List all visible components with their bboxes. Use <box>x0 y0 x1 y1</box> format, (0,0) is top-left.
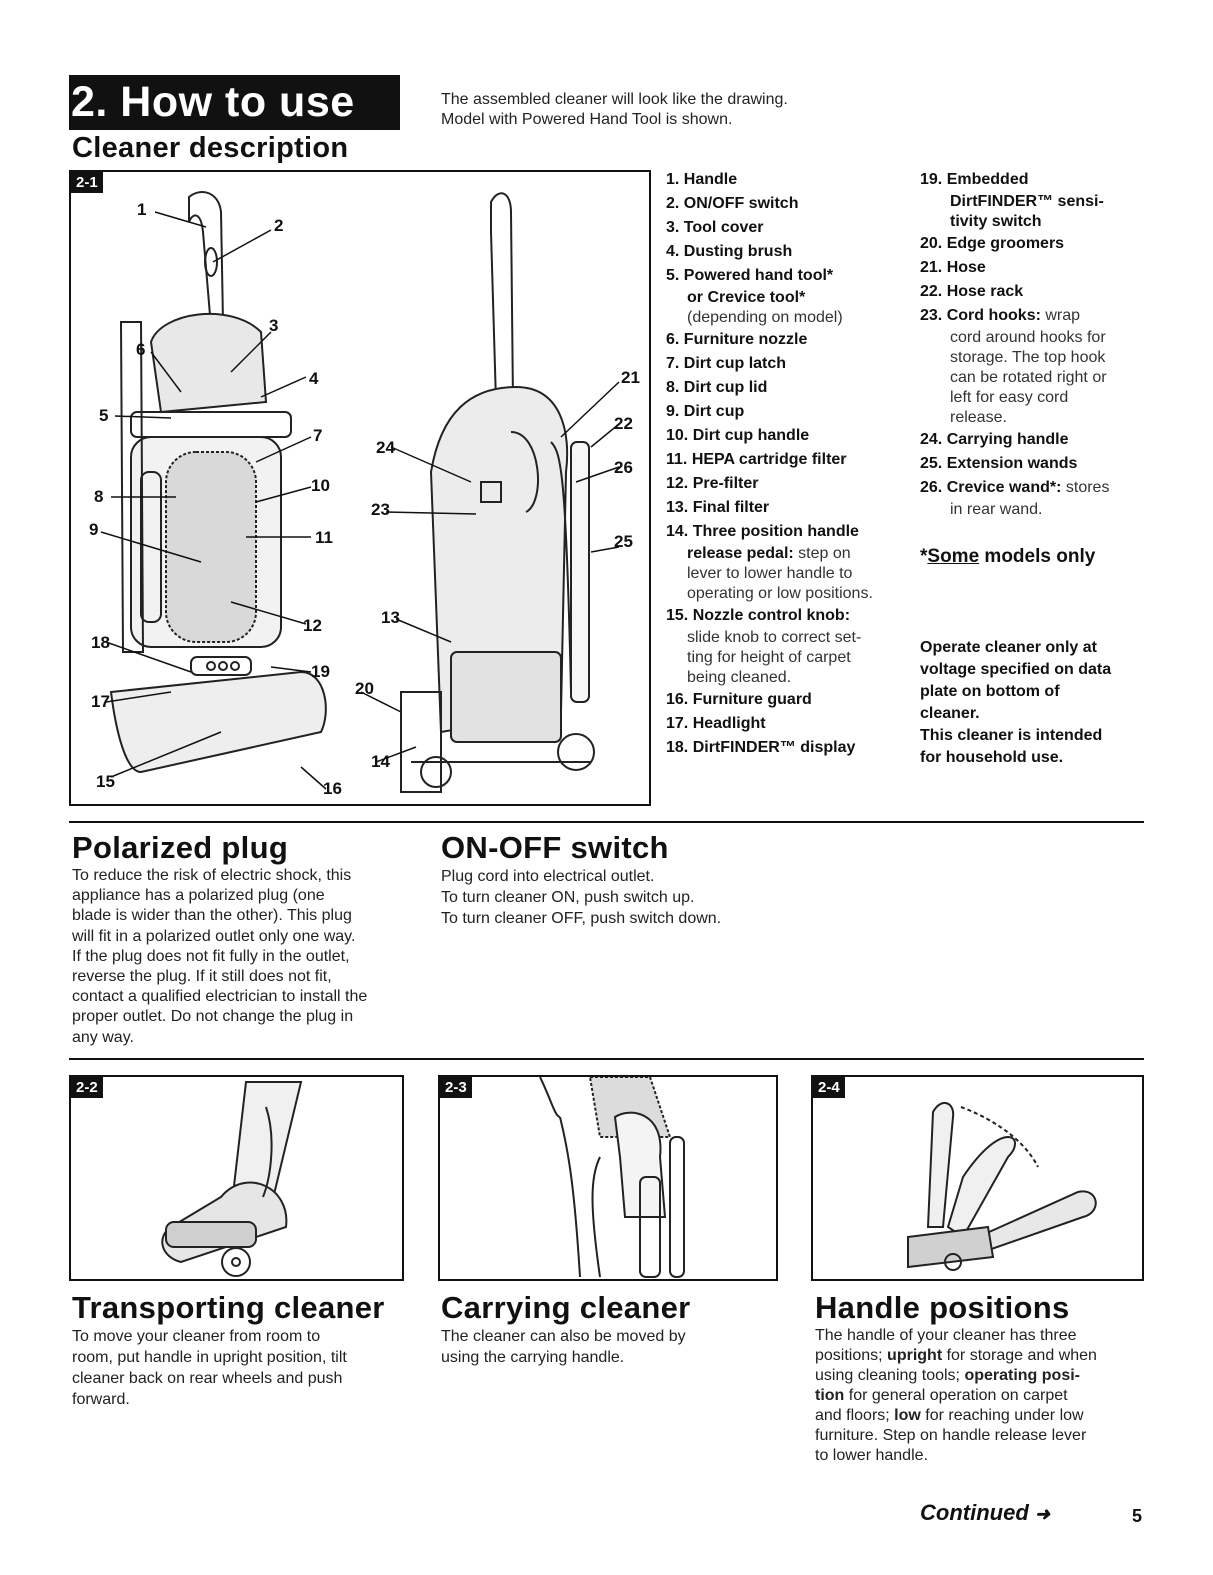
section-title: 2. How to use <box>69 75 400 130</box>
list-item: 9. Dirt cup <box>666 403 745 420</box>
list-item: 10. Dirt cup handle <box>666 427 810 444</box>
callout-7: 7 <box>313 426 323 445</box>
list-item: 7. Dirt cup latch <box>666 355 787 372</box>
transporting-cleaner-text: To move your cleaner from room to room, … <box>72 1328 347 1408</box>
callout-14: 14 <box>371 752 390 771</box>
handle-positions-heading: Handle positions <box>815 1290 1070 1325</box>
callout-20: 20 <box>355 679 374 698</box>
intro-line: The assembled cleaner will look like the… <box>441 91 788 108</box>
figure-tag: 2-1 <box>71 172 103 193</box>
list-item: 8. Dirt cup lid <box>666 379 768 396</box>
list-item: 20. Edge groomers <box>920 235 1065 252</box>
transporting-illustration <box>161 1081 303 1277</box>
list-item: 24. Carrying handle <box>920 431 1069 448</box>
cleaner-description-heading: Cleaner description <box>72 132 349 164</box>
continued-label: Continued ➜ <box>920 1500 1050 1525</box>
list-item: 18. DirtFINDER™ display <box>666 739 856 756</box>
list-item: 1. Handle <box>666 171 738 188</box>
intro-line: Model with Powered Hand Tool is shown. <box>441 111 733 128</box>
figure-tag: 2-3 <box>440 1077 472 1098</box>
divider <box>69 821 1144 823</box>
callout-5: 5 <box>99 406 109 425</box>
callout-10: 10 <box>311 476 330 495</box>
callout-16: 16 <box>323 779 342 798</box>
handle-positions-illustration <box>907 1102 1097 1271</box>
polarized-plug-text: To reduce the risk of electric shock, th… <box>72 867 368 1046</box>
list-item: 15. Nozzle control knob: slide knob to c… <box>666 607 862 686</box>
arrow-right-icon: ➜ <box>1034 1504 1050 1524</box>
figure-2-1: 2-1 <box>69 170 651 806</box>
parts-list-right: 19. Embedded DirtFINDER™ sensi- tivity s… <box>920 168 1150 520</box>
callout-3: 3 <box>269 316 279 335</box>
on-off-switch-text: Plug cord into electrical outlet. To tur… <box>441 868 722 927</box>
callout-22: 22 <box>614 414 633 433</box>
callout-15: 15 <box>96 772 115 791</box>
some-models-note: *Some models only <box>920 546 1096 567</box>
vacuum-front-illustration <box>100 191 620 793</box>
figure-2-2: 2-2 <box>69 1075 404 1281</box>
callout-11: 11 <box>315 528 333 547</box>
list-item: 13. Final filter <box>666 499 770 516</box>
callout-23: 23 <box>371 500 390 519</box>
on-off-switch-heading: ON-OFF switch <box>441 830 669 865</box>
figure-tag: 2-4 <box>813 1077 845 1098</box>
list-item: 2. ON/OFF switch <box>666 195 799 212</box>
list-item: 25. Extension wands <box>920 455 1078 472</box>
callout-24: 24 <box>376 438 395 457</box>
carrying-cleaner-text: The cleaner can also be moved by using t… <box>441 1328 686 1366</box>
list-item: 22. Hose rack <box>920 283 1024 300</box>
divider <box>69 1058 1144 1060</box>
list-item: 19. Embedded DirtFINDER™ sensi- tivity s… <box>920 171 1104 230</box>
list-item: 26. Crevice wand*: stores in rear wand. <box>920 479 1110 518</box>
list-item: 17. Headlight <box>666 715 766 732</box>
polarized-plug-heading: Polarized plug <box>72 830 289 865</box>
callout-2: 2 <box>274 216 284 235</box>
list-item: 3. Tool cover <box>666 219 764 236</box>
carrying-cleaner-heading: Carrying cleaner <box>441 1290 691 1325</box>
list-item: 11. HEPA cartridge filter <box>666 451 847 468</box>
page-number: 5 <box>1132 1506 1143 1526</box>
parts-list-left: 1. Handle 2. ON/OFF switch 3. Tool cover… <box>666 168 921 760</box>
list-item: 16. Furniture guard <box>666 691 812 708</box>
callout-19: 19 <box>311 662 330 681</box>
callout-9: 9 <box>89 520 99 539</box>
figure-tag: 2-2 <box>71 1077 103 1098</box>
callout-1: 1 <box>137 200 147 219</box>
transporting-cleaner-heading: Transporting cleaner <box>72 1290 385 1325</box>
callout-18: 18 <box>91 633 110 652</box>
list-item: 5. Powered hand tool* or Crevice tool* (… <box>666 267 843 326</box>
figure-2-3: 2-3 <box>438 1075 778 1281</box>
intro-text: The assembled cleaner will look like the… <box>441 90 788 130</box>
callout-13: 13 <box>381 608 400 627</box>
callout-4: 4 <box>309 369 319 388</box>
list-item: 21. Hose <box>920 259 986 276</box>
callout-8: 8 <box>94 487 104 506</box>
list-item: 4. Dusting brush <box>666 243 793 260</box>
callout-6: 6 <box>136 340 146 359</box>
list-item: 14. Three position handle release pedal:… <box>666 523 873 602</box>
callout-25: 25 <box>614 532 633 551</box>
figure-2-4: 2-4 <box>811 1075 1144 1281</box>
carrying-illustration <box>539 1077 685 1278</box>
voltage-warning: Operate cleaner only at voltage specifie… <box>920 639 1112 766</box>
callout-12: 12 <box>303 616 322 635</box>
callout-21: 21 <box>621 368 640 387</box>
list-item: 12. Pre-filter <box>666 475 759 492</box>
callout-17: 17 <box>91 692 110 711</box>
callout-26: 26 <box>614 458 633 477</box>
list-item: 23. Cord hooks: wrap cord around hooks f… <box>920 307 1107 426</box>
handle-positions-text: The handle of your cleaner has three pos… <box>815 1327 1097 1464</box>
list-item: 6. Furniture nozzle <box>666 331 808 348</box>
